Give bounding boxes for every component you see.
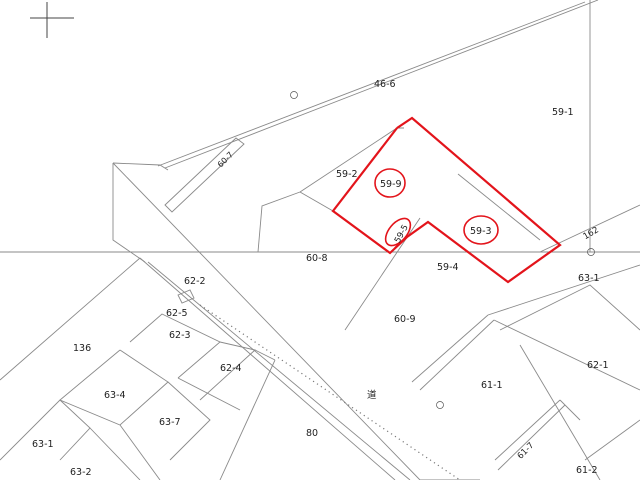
parcel-boundaries-southeast xyxy=(344,217,640,480)
road-label: 道 xyxy=(367,389,377,401)
label-62-4: 62-4 xyxy=(220,363,242,374)
label-62-1: 62-1 xyxy=(587,360,609,371)
label-162: 162 xyxy=(582,225,601,242)
label-136: 136 xyxy=(73,343,91,354)
boundary-marker-icon xyxy=(290,91,595,409)
label-60-7: 60-7 xyxy=(216,150,235,169)
circle-59-3 xyxy=(463,215,499,245)
label-63-4: 63-4 xyxy=(104,390,126,401)
label-59-9: 59-9 xyxy=(380,179,402,190)
label-80: 80 xyxy=(306,428,318,439)
cross-mark-icon xyxy=(30,2,74,38)
parcel-60-7-strip xyxy=(164,137,245,213)
label-62-5: 62-5 xyxy=(166,308,188,319)
label-62-2: 62-2 xyxy=(184,276,206,287)
label-63-2: 63-2 xyxy=(70,467,92,478)
label-59-2: 59-2 xyxy=(336,169,358,180)
label-59-3: 59-3 xyxy=(470,226,492,237)
label-62-3: 62-3 xyxy=(169,330,191,341)
circle-59-5 xyxy=(384,217,412,247)
label-61-7: 61-7 xyxy=(516,441,537,462)
label-63-1-west: 63-1 xyxy=(32,439,54,450)
label-46-6: 46-6 xyxy=(374,79,396,90)
upper-road-lines xyxy=(112,0,599,263)
parcel-boundaries-southwest xyxy=(0,257,276,480)
circle-59-9 xyxy=(374,168,406,198)
main-road-lines xyxy=(112,162,480,480)
label-59-4: 59-4 xyxy=(437,262,459,273)
label-60-8: 60-8 xyxy=(306,253,328,264)
label-59-1: 59-1 xyxy=(552,107,574,118)
label-63-7: 63-7 xyxy=(159,417,181,428)
subject-parcels-outline xyxy=(331,116,562,284)
label-60-9: 60-9 xyxy=(394,314,416,325)
label-61-2: 61-2 xyxy=(576,465,598,476)
parcel-labels: 46-6 59-1 60-7 59-2 59-9 59-5 59-3 60-8 … xyxy=(32,79,609,478)
parcel-boundaries-north xyxy=(257,0,640,253)
label-61-1: 61-1 xyxy=(481,380,503,391)
label-63-1-east: 63-1 xyxy=(578,273,600,284)
